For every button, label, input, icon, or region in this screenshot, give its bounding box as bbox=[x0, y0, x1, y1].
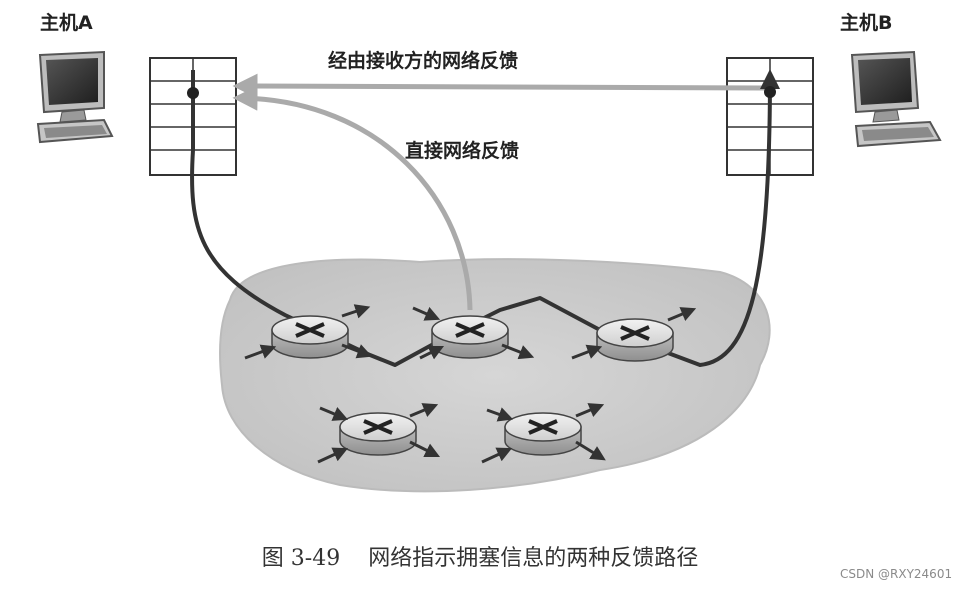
host-b-socket-dot bbox=[764, 86, 776, 98]
figure-number: 图 3-49 bbox=[261, 546, 341, 571]
host-a-computer-icon bbox=[36, 50, 114, 144]
router-icon bbox=[596, 318, 674, 362]
direct-feedback-label: 直接网络反馈 bbox=[405, 140, 520, 162]
router-icon bbox=[504, 412, 582, 456]
router-icon bbox=[339, 412, 417, 456]
watermark: CSDN @RXY24601 bbox=[840, 567, 953, 581]
host-b-computer-icon bbox=[850, 50, 942, 148]
host-b-label: 主机B bbox=[840, 12, 893, 34]
traffic-arrows bbox=[244, 304, 697, 464]
router-icon bbox=[431, 315, 509, 359]
router-icon bbox=[271, 315, 349, 359]
host-a-socket-dot bbox=[187, 87, 199, 99]
data-path-arrow bbox=[190, 69, 780, 367]
host-a-label: 主机A bbox=[40, 12, 93, 34]
figure-caption-text: 网络指示拥塞信息的两种反馈路径 bbox=[368, 546, 699, 571]
direct-feedback-arrow bbox=[232, 85, 473, 311]
receiver-feedback-arrow bbox=[232, 73, 769, 99]
receiver-feedback-label: 经由接收方的网络反馈 bbox=[328, 50, 519, 72]
figure-caption: 图 3-49 网络指示拥塞信息的两种反馈路径 bbox=[0, 540, 960, 572]
